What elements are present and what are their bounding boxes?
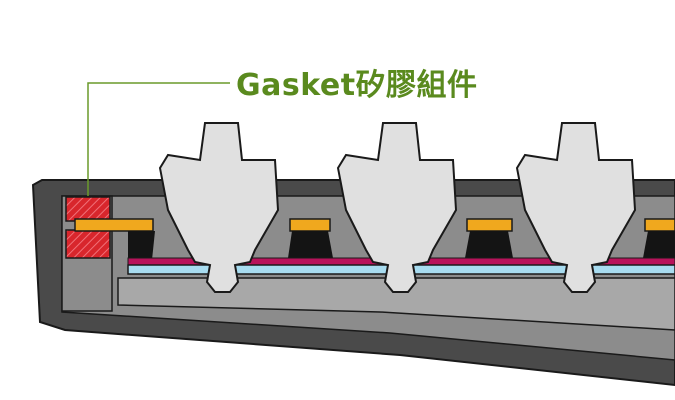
switch-foam-1 <box>128 231 155 260</box>
plate-segment-4 <box>644 218 675 232</box>
switch-foam-3 <box>465 231 513 258</box>
switch-foam-2 <box>288 231 333 258</box>
gasket-lower <box>65 229 111 259</box>
callout-leader-line <box>87 82 230 196</box>
gasket-upper <box>65 196 111 222</box>
plate-segment-1 <box>74 218 154 232</box>
switch-foam-4 <box>643 231 675 258</box>
gasket-callout-label: Gasket矽膠組件 <box>236 68 478 103</box>
plate-segment-3 <box>466 218 513 232</box>
plate-segment-2 <box>289 218 331 232</box>
